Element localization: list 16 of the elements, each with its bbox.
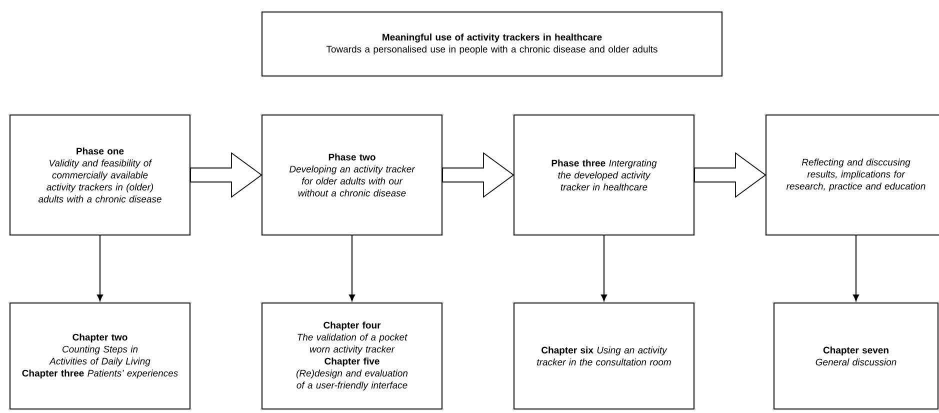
arrow [96,235,104,302]
chapter-box: Chapter seven General discussion [774,302,938,410]
block-arrow [442,152,514,198]
title-box: Meaningful use of activity trackers in healthcare Towards a personalised use in people with a chronic disease and older adults [262,12,722,76]
arrow [348,235,356,302]
block-arrow [190,152,262,198]
chapter-box: Chapter four The validation of a pocket worn activity tracker Chapter five (Re)design and evaluation of a user-friendly interface [262,302,442,410]
chapter-box: Chapter two Counting Steps in Activities of Daily Living Chapter three Patients’ experiences [10,302,190,410]
phase-box: Phase one Validity and feasibility of commercially available activity trackers in (older) adults with a chronic disease [10,114,190,236]
phase-box: Phase three Intergrating the developed activity tracker in healthcare [514,114,694,236]
phase-box: Phase two Developing an activity tracker for older adults with our without a chronic disease [262,114,442,236]
phase-box: Reflecting and disccusing results, implications for research, practice and education [766,114,939,236]
arrow [852,235,860,302]
block-arrow [694,152,766,198]
chapter-box: Chapter six Using an activity tracker in the consultation room [514,302,694,410]
arrow [600,235,608,302]
